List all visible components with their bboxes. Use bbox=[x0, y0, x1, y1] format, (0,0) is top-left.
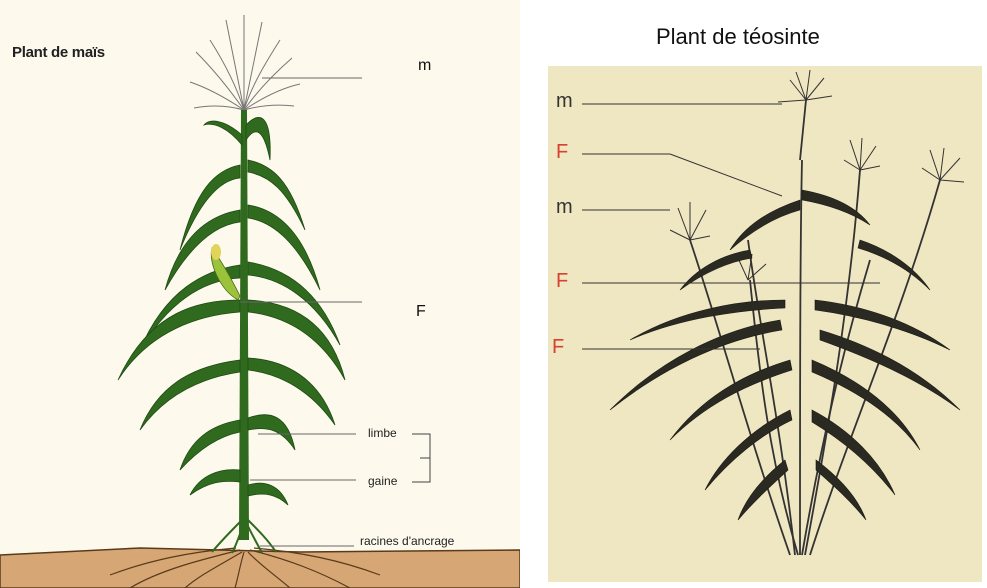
teosinte-diagram-panel: Plant de téosinte m F m F F bbox=[520, 0, 987, 588]
maize-diagram-panel: Plant de maïs m F limbe gaine racines d'… bbox=[0, 0, 520, 588]
maize-label-racines: racines d'ancrage bbox=[360, 534, 454, 548]
maize-label-limbe: limbe bbox=[368, 426, 397, 440]
maize-label-m: m bbox=[418, 57, 431, 75]
teosinte-title: Plant de téosinte bbox=[656, 24, 820, 50]
teosinte-label-f-1: F bbox=[556, 141, 568, 164]
maize-title: Plant de maïs bbox=[12, 44, 105, 61]
teosinte-label-f-2: F bbox=[556, 270, 568, 293]
teosinte-illustration bbox=[520, 0, 987, 588]
teosinte-label-m-2: m bbox=[556, 196, 573, 219]
maize-label-gaine: gaine bbox=[368, 474, 397, 488]
soil bbox=[0, 548, 520, 588]
teosinte-label-m-1: m bbox=[556, 90, 573, 113]
teosinte-label-f-3: F bbox=[552, 336, 564, 359]
maize-illustration bbox=[0, 0, 520, 588]
maize-label-f: F bbox=[416, 303, 426, 321]
